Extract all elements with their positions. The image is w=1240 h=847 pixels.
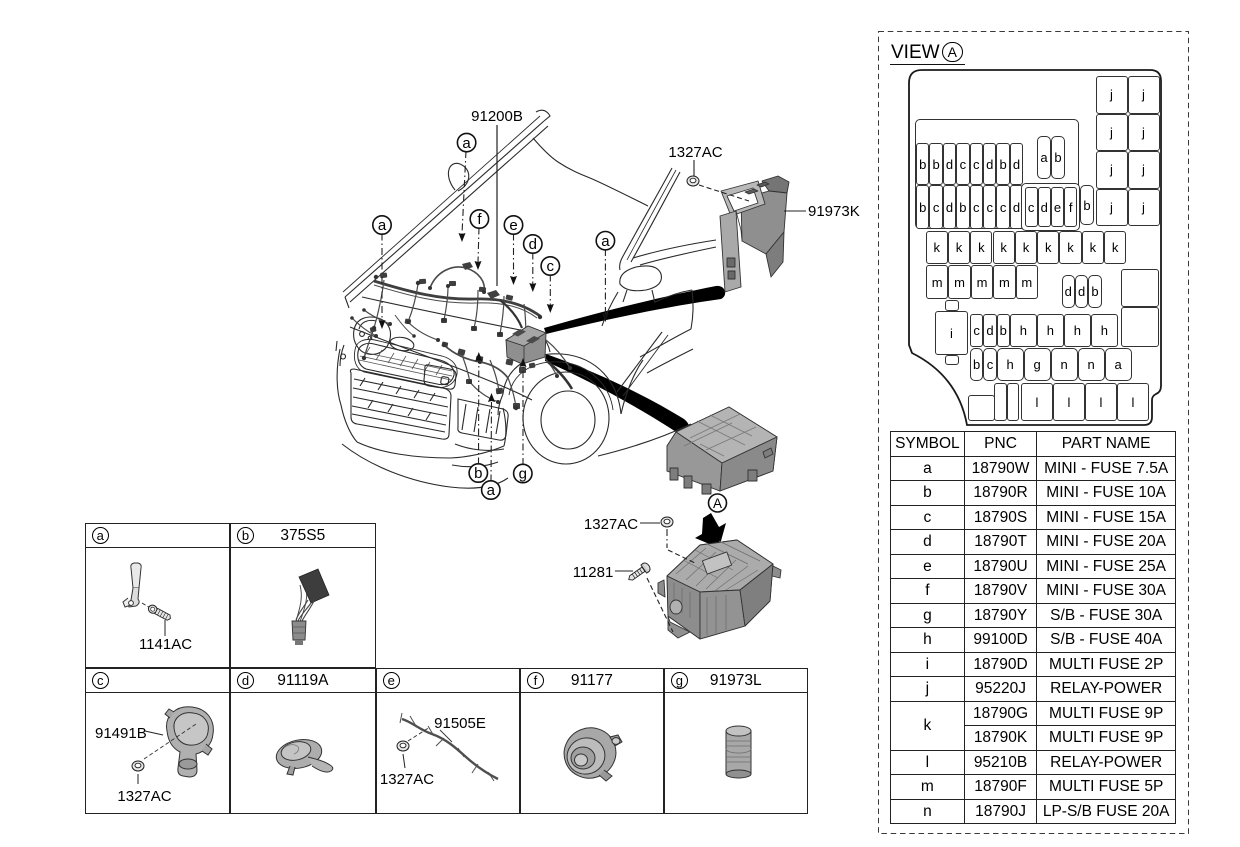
svg-text:91491B: 91491B [95,725,147,742]
svg-text:91505E: 91505E [434,715,486,732]
svg-text:d: d [529,236,537,253]
svg-text:f: f [477,211,482,228]
svg-text:b: b [474,465,482,482]
svg-text:91200B: 91200B [471,108,523,125]
svg-text:1141AC: 1141AC [139,636,192,653]
svg-text:1327AC: 1327AC [117,788,171,805]
svg-text:g: g [519,466,527,483]
svg-text:a: a [601,233,610,250]
svg-text:91973K: 91973K [808,203,860,220]
svg-text:a: a [462,135,471,152]
svg-text:a: a [487,482,496,499]
svg-text:e: e [509,217,517,234]
svg-text:A: A [713,496,722,511]
svg-text:11281: 11281 [573,564,614,581]
svg-text:1327AC: 1327AC [380,771,434,788]
svg-text:1327AC: 1327AC [584,516,638,533]
svg-text:a: a [378,217,387,234]
svg-text:1327AC: 1327AC [668,144,722,161]
svg-text:c: c [547,258,555,275]
